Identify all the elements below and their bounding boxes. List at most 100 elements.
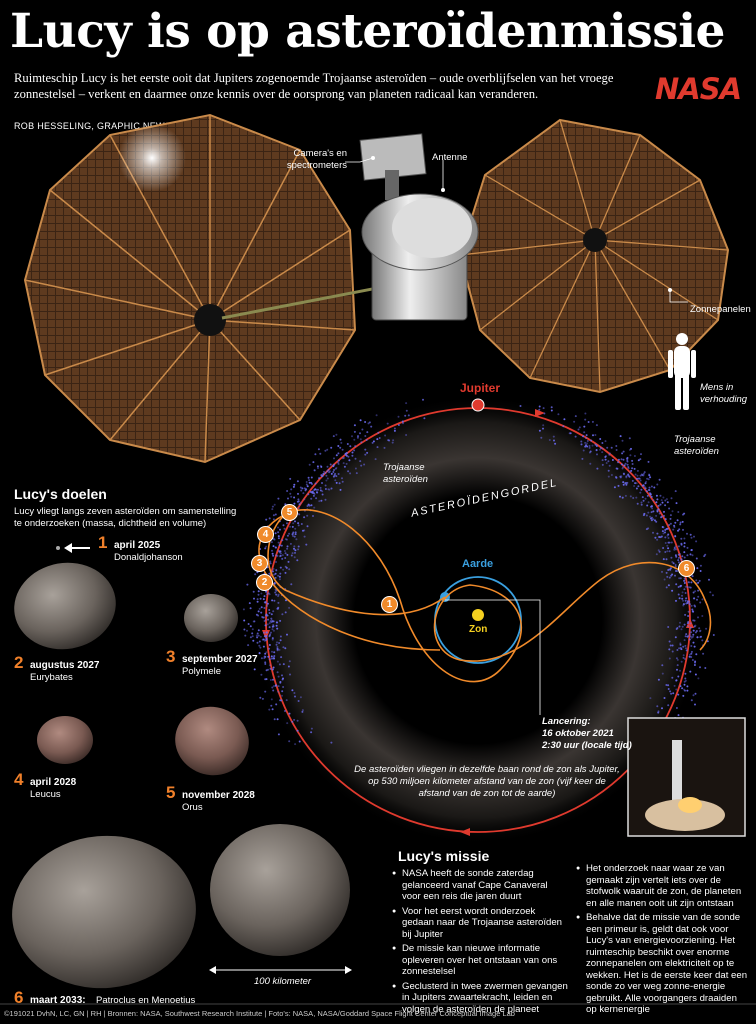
trojan-dot [692, 694, 695, 697]
trojan-dot [281, 557, 284, 560]
trojan-dot [676, 570, 679, 572]
trojan-dot [270, 704, 273, 707]
trojan-dot [661, 664, 664, 667]
trojan-dot [256, 600, 259, 603]
trojan-dot [679, 577, 682, 580]
trojan-dot [704, 667, 707, 669]
trojan-dot [326, 465, 329, 468]
trojan-dot [678, 528, 681, 531]
trojan-dot [275, 684, 278, 687]
goal-2-num: 2 [14, 653, 24, 672]
trojan-dot [263, 620, 266, 622]
trojan-dot [257, 614, 260, 617]
trojan-dot [650, 517, 652, 520]
trojan-dot [624, 494, 627, 497]
trojan-dot [272, 685, 275, 688]
trojan-dot [392, 439, 395, 442]
mission-list-2: Het onderzoek naar waar ze van gemaakt z… [576, 863, 748, 1019]
trojan-dot [297, 700, 300, 702]
trojan-dot [679, 584, 682, 587]
trojan-dot [357, 435, 359, 438]
trojan-dot [341, 448, 344, 451]
trojan-dot [273, 582, 276, 585]
trojan-dot [286, 722, 289, 725]
trojan-dot [626, 463, 629, 466]
trojans-right-label: Trojaanse asteroïden [674, 434, 719, 457]
trojan-dot [297, 545, 300, 548]
trojan-dot [243, 628, 246, 631]
trojan-dot [650, 485, 653, 488]
trojan-dot [670, 692, 673, 695]
trojan-dot [655, 553, 658, 556]
trojan-dot [667, 537, 670, 539]
trojan-dot [298, 740, 301, 743]
trojan-dot [577, 428, 580, 431]
trojan-dot [284, 557, 287, 559]
trojan-dot [685, 647, 687, 650]
trojan-dot [684, 672, 687, 675]
trojan-dot [649, 492, 651, 495]
trojan-dot [615, 476, 617, 478]
trojan-dot [320, 474, 323, 477]
trojan-dot [690, 604, 693, 607]
trojan-dot [290, 495, 293, 498]
trojan-dot [625, 475, 628, 478]
trojan-dot [401, 420, 404, 423]
goal-6-date: maart 2033: [30, 995, 86, 1006]
trojan-dot [684, 689, 686, 692]
goal-1-num: 1 [98, 533, 108, 552]
trojan-dot [601, 463, 604, 466]
mission-bullet: Voor het eerst wordt onderzoek gedaan na… [392, 906, 568, 941]
trojan-dot [663, 514, 666, 517]
trojan-dot [273, 573, 276, 576]
trojan-dot [659, 494, 662, 497]
trojan-dot [354, 457, 357, 460]
trojan-dot [548, 439, 551, 441]
trojan-dot [307, 503, 310, 506]
trojan-dot [686, 554, 689, 557]
trojan-dot [669, 517, 672, 520]
trojan-dot [711, 594, 714, 597]
trojan-dot [697, 677, 700, 680]
trojan-dot [693, 535, 695, 538]
trojan-dot [680, 558, 683, 561]
trojan-dot [328, 488, 331, 491]
trojan-dot [543, 412, 546, 415]
trojan-dot [260, 592, 263, 595]
footer-credits: ©191021 DvhN, LC, GN | RH | Bronnen: NAS… [4, 1009, 515, 1018]
trojan-dot [343, 456, 345, 459]
trojan-dot [324, 449, 327, 452]
trojan-dot [654, 536, 657, 539]
trojan-dot [671, 510, 674, 513]
trojan-dot [293, 535, 296, 538]
trojan-dot [583, 431, 586, 434]
trojan-dot [348, 459, 351, 462]
trojan-dot [354, 445, 357, 448]
trojan-dot [690, 631, 693, 634]
trojan-dot [256, 632, 259, 635]
trojan-dot [303, 498, 306, 501]
trojan-dot [364, 421, 367, 423]
trojan-dot [264, 661, 267, 664]
trojan-dot [279, 572, 282, 575]
trojan-dot [277, 537, 280, 540]
mission-title: Lucy's missie [398, 848, 490, 864]
trojan-dot [644, 497, 647, 500]
mission-bullet: NASA heeft de sonde zaterdag gelanceerd … [392, 868, 568, 903]
trojan-dot [270, 655, 273, 658]
trojan-dot [275, 593, 278, 596]
trojan-dot [297, 524, 300, 527]
trojan-dot [286, 534, 289, 537]
trojan-dot [620, 458, 623, 461]
trojan-dot [668, 640, 671, 643]
trojan-dot [672, 692, 675, 695]
trojan-dot [689, 622, 692, 625]
trojan-dot [272, 568, 275, 570]
trojan-dot [288, 568, 291, 571]
trojan-dot [693, 664, 696, 666]
trojan-dot [277, 601, 280, 604]
trojan-dot [278, 578, 281, 581]
trojan-dot [687, 610, 690, 613]
trojan-dot [646, 494, 649, 497]
trojan-dot [264, 547, 267, 550]
